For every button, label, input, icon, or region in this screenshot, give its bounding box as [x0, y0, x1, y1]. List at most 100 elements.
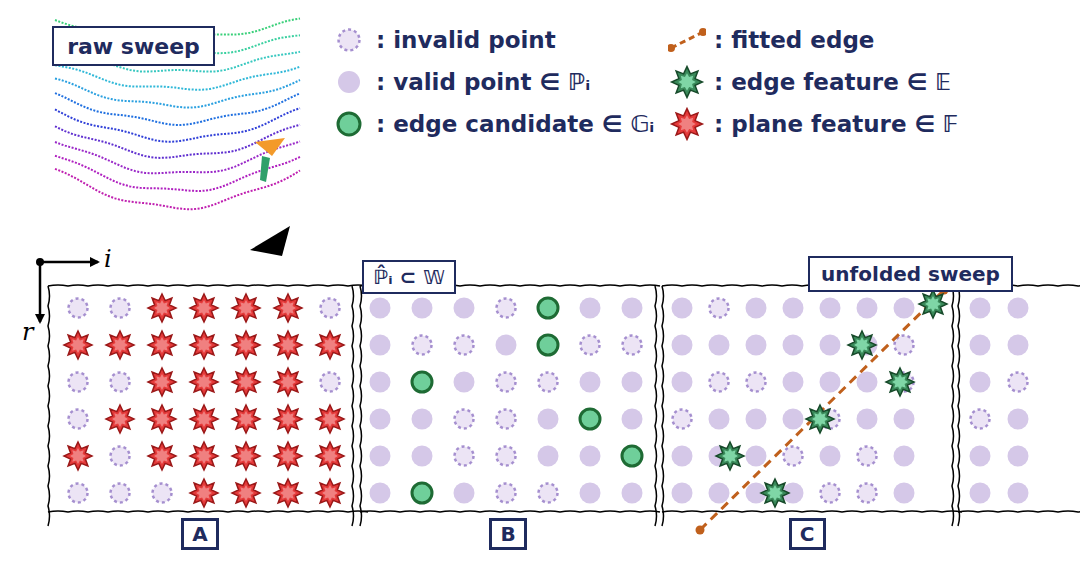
- legend-swatch: [330, 106, 368, 142]
- title-box: unfolded sweep: [808, 256, 1013, 292]
- valid-point: [580, 298, 601, 319]
- edge-candidate: [412, 483, 432, 503]
- plane-feature: [232, 294, 260, 322]
- valid-point: [580, 446, 601, 467]
- plane-feature-core: [280, 448, 296, 464]
- valid-point: [1008, 335, 1029, 356]
- invalid-point: [69, 299, 88, 318]
- edge-feature: [848, 331, 876, 359]
- legend-swatch: [668, 22, 706, 58]
- plane-feature: [148, 368, 176, 396]
- plane-feature: [672, 109, 703, 140]
- plane-feature-core: [238, 485, 254, 501]
- invalid-point: [69, 410, 88, 429]
- plane-feature-core: [322, 485, 338, 501]
- box-text: A: [192, 522, 207, 546]
- plane-feature-core: [196, 448, 212, 464]
- edge-end: [696, 526, 705, 535]
- edge-feature-core: [722, 448, 738, 464]
- axis-origin: [36, 258, 44, 266]
- valid-point: [783, 372, 804, 393]
- box-text: ℙ̂ᵢ ⊂ 𝕎: [373, 265, 445, 289]
- plane-feature: [232, 368, 260, 396]
- valid-point: [672, 298, 693, 319]
- invalid-point: [673, 410, 692, 429]
- valid-point: [580, 483, 601, 504]
- edge-candidate: [338, 113, 360, 135]
- axis-label: i: [104, 245, 112, 273]
- box-text: C: [800, 522, 815, 546]
- panel-edge: [48, 285, 368, 286]
- panel-edge: [958, 286, 960, 526]
- edge-feature-core: [678, 73, 696, 91]
- plane-feature: [64, 442, 92, 470]
- legend-item: : valid point ∈ ℙᵢ: [330, 64, 590, 100]
- edge-candidate: [538, 335, 558, 355]
- invalid-point: [413, 336, 432, 355]
- edge-feature-core: [767, 485, 783, 501]
- invalid-point: [321, 299, 340, 318]
- plane-feature: [106, 331, 134, 359]
- plane-feature: [106, 405, 134, 433]
- invalid-point: [710, 299, 729, 318]
- edge-candidate: [622, 446, 642, 466]
- plane-feature-core: [196, 485, 212, 501]
- axis-r: [39, 262, 42, 322]
- legend-item: : edge candidate ∈ 𝔾ᵢ: [330, 106, 654, 142]
- valid-point: [894, 409, 915, 430]
- edge-feature: [716, 442, 744, 470]
- valid-point: [370, 409, 391, 430]
- plane-feature-core: [280, 411, 296, 427]
- plane-feature: [274, 405, 302, 433]
- legend-item: : plane feature ∈ 𝔽: [668, 106, 959, 142]
- valid-point: [1008, 446, 1029, 467]
- plane-feature-core: [238, 337, 254, 353]
- edge-feature: [672, 67, 703, 98]
- edge-feature-core: [925, 296, 941, 312]
- edge-candidate: [580, 409, 600, 429]
- plane-feature-core: [70, 337, 86, 353]
- plane-feature: [190, 479, 218, 507]
- valid-point: [820, 335, 841, 356]
- invalid-point: [539, 373, 558, 392]
- plane-feature-core: [322, 411, 338, 427]
- plane-feature-core: [154, 337, 170, 353]
- legend-swatch: [330, 64, 368, 100]
- plane-feature-core: [280, 485, 296, 501]
- invalid-point: [111, 484, 130, 503]
- valid-point: [970, 335, 991, 356]
- valid-point: [746, 409, 767, 430]
- plane-feature-core: [238, 300, 254, 316]
- plane-feature-core: [238, 411, 254, 427]
- plane-feature: [64, 331, 92, 359]
- plane-feature-core: [154, 300, 170, 316]
- valid-point: [454, 372, 475, 393]
- edge-candidate: [412, 372, 432, 392]
- panel-edge: [662, 511, 962, 512]
- plane-feature: [232, 331, 260, 359]
- valid-point: [454, 298, 475, 319]
- plane-feature-core: [196, 374, 212, 390]
- edge-feature-core: [812, 411, 828, 427]
- panel-edge: [360, 511, 660, 512]
- box-text: unfolded sweep: [821, 262, 1000, 286]
- invalid-point: [539, 484, 558, 503]
- invalid-point: [623, 336, 642, 355]
- valid-point: [857, 298, 878, 319]
- valid-point: [622, 372, 643, 393]
- invalid-point: [581, 336, 600, 355]
- plane-feature-core: [154, 374, 170, 390]
- plane-feature-core: [154, 411, 170, 427]
- plane-feature-core: [238, 374, 254, 390]
- plane-feature-core: [280, 300, 296, 316]
- valid-point: [820, 372, 841, 393]
- panel-edge: [352, 286, 354, 526]
- legend-swatch: [668, 64, 706, 100]
- valid-point: [672, 446, 693, 467]
- plane-feature: [148, 442, 176, 470]
- valid-point: [970, 446, 991, 467]
- valid-point: [820, 446, 841, 467]
- scan-ring: [55, 156, 300, 191]
- scan-ring: [55, 93, 300, 125]
- plane-feature: [274, 479, 302, 507]
